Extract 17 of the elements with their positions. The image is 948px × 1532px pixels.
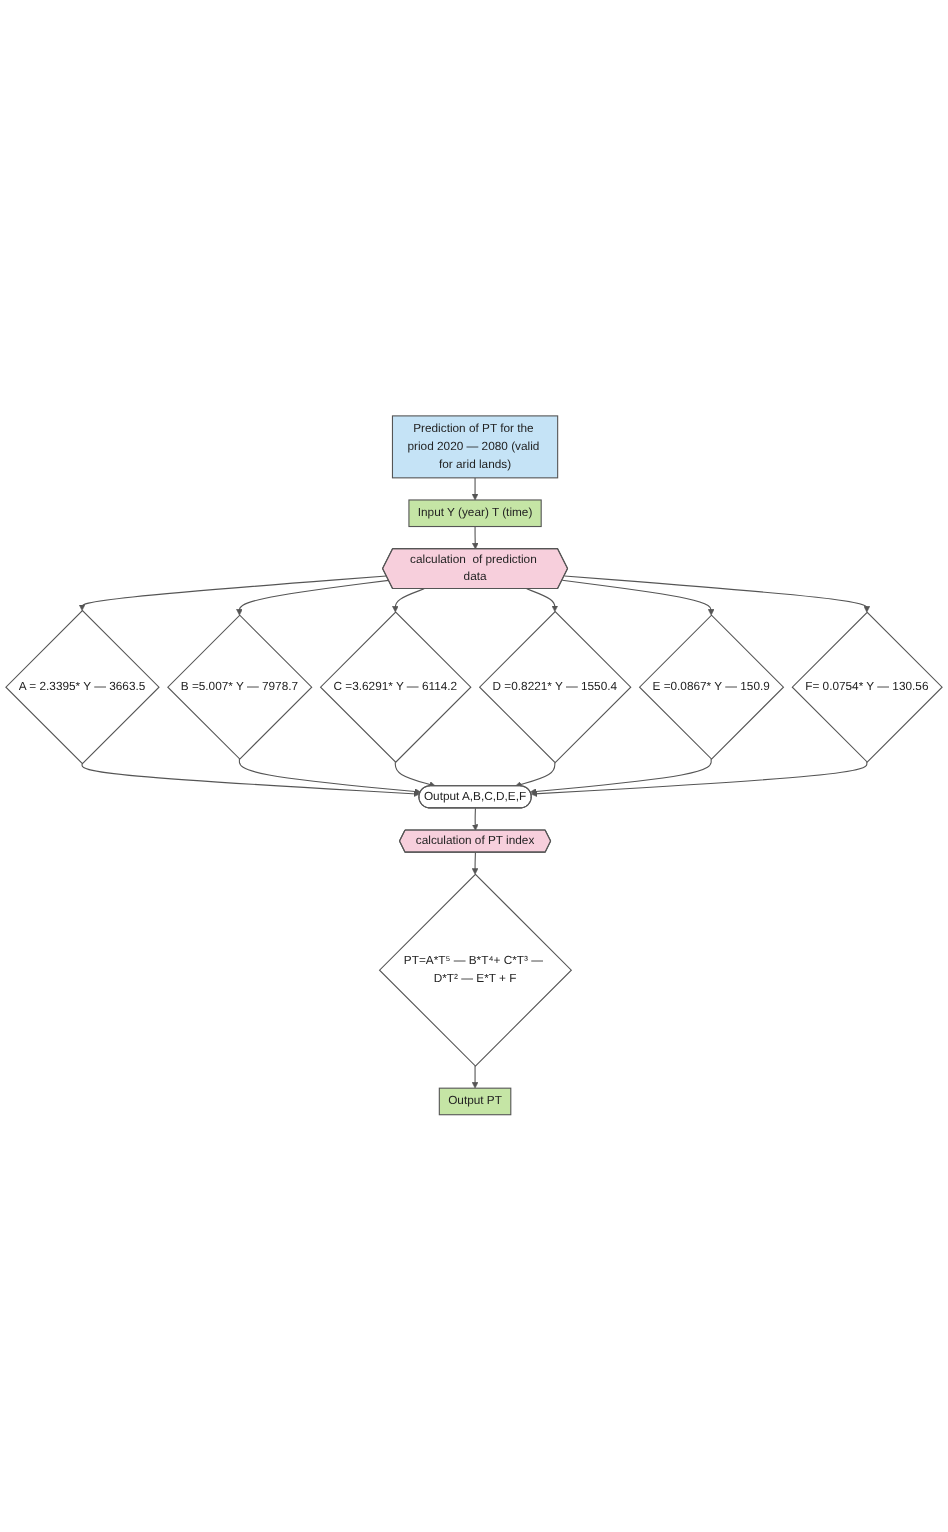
arrow xyxy=(530,759,712,796)
arrow xyxy=(563,576,871,614)
arrow xyxy=(561,580,715,617)
arrow xyxy=(238,759,421,796)
arrow xyxy=(471,1066,479,1090)
arrow xyxy=(515,762,556,789)
arrow xyxy=(526,588,559,613)
arrow xyxy=(392,588,425,613)
arrow xyxy=(530,762,868,798)
arrow xyxy=(471,852,479,876)
arrow xyxy=(78,576,387,612)
arrow xyxy=(394,762,436,789)
arrow xyxy=(472,808,479,832)
arrow xyxy=(472,526,479,550)
arrow xyxy=(236,580,390,617)
arrow xyxy=(471,478,479,501)
arrow xyxy=(81,763,421,798)
